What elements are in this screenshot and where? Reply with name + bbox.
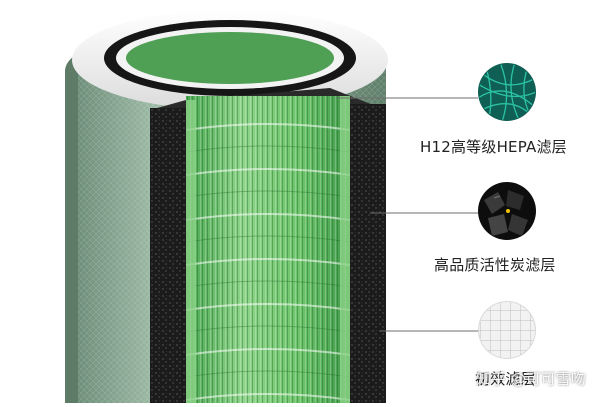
layer-label-hepa: H12高等级HEPA滤层 (420, 138, 567, 156)
hepa-pleated-core (185, 96, 351, 403)
primary-mesh-icon (478, 301, 536, 359)
layer-label-primary: 初效滤层 (475, 370, 536, 388)
carbon-granule-icon (478, 182, 536, 240)
watermark-text: 知乎 @可可雪吻 (476, 370, 586, 388)
leader-lines (336, 97, 478, 332)
end-cap (72, 10, 388, 110)
hepa-mesh-icon (478, 63, 536, 121)
layer-label-carbon: 高品质活性炭滤层 (434, 256, 556, 274)
